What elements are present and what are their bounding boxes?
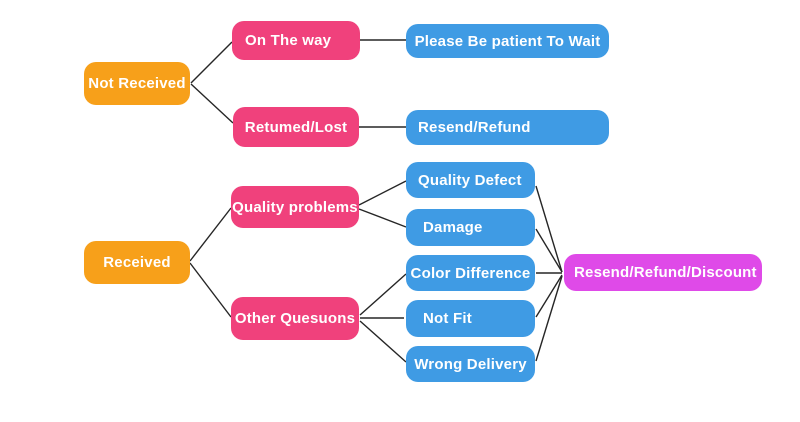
edge-damage-outcome (535, 228, 563, 273)
node-resend-refund-discount: Resend/Refund/Discount (564, 254, 762, 291)
node-other-questions: Other Quesuons (231, 297, 359, 340)
edge-qualitydefect-outcome (535, 185, 563, 273)
edge-notfit-outcome (535, 274, 563, 318)
node-quality-defect: Quality Defect (406, 162, 535, 198)
node-color-difference: Color Difference (406, 255, 535, 291)
node-please-be-patient-to-wait: Please Be patient To Wait (406, 24, 609, 58)
edge-received-otherquestions (189, 262, 232, 318)
node-not-received: Not Received (84, 62, 190, 105)
edge-otherquestions-wrongdelivery (359, 320, 407, 363)
edge-notreceived-ontheway (190, 41, 233, 84)
node-damage: Damage (406, 209, 535, 246)
edge-notreceived-returnedlost (190, 83, 234, 124)
node-returned-lost: Retumed/Lost (233, 107, 359, 147)
edge-otherquestions-colordifference (359, 273, 407, 316)
edge-received-qualityproblems (189, 207, 232, 262)
node-not-fit: Not Fit (406, 300, 535, 337)
edge-wrongdelivery-outcome (535, 275, 563, 362)
node-wrong-delivery: Wrong Delivery (406, 346, 535, 382)
edge-qualityproblems-damage (358, 208, 407, 228)
node-received: Received (84, 241, 190, 284)
node-resend-refund: Resend/Refund (406, 110, 609, 145)
edge-qualityproblems-qualitydefect (358, 180, 407, 206)
node-quality-problems: Quality problems (231, 186, 359, 228)
node-on-the-way: On The way (232, 21, 360, 60)
